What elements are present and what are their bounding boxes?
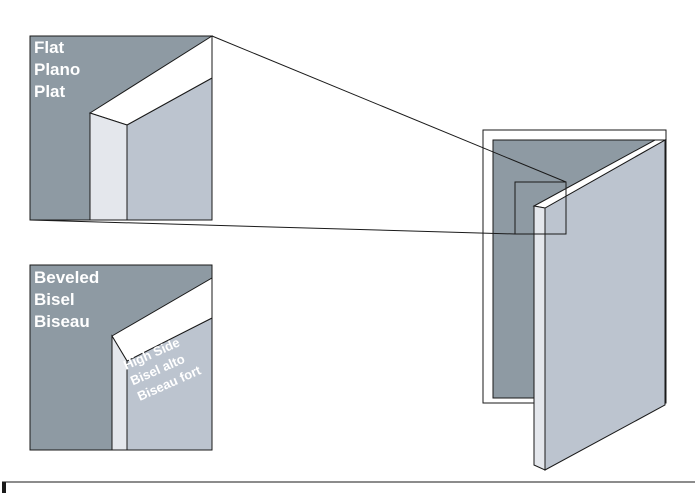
flat-edge-panel: Flat Plano Plat — [29, 35, 213, 221]
footer-marker — [2, 482, 6, 493]
callout-line-top — [211, 35, 567, 183]
door-illustration — [482, 129, 667, 471]
flat-label-es: Plano — [34, 60, 80, 79]
flat-label-fr: Plat — [34, 82, 66, 101]
flat-door-edge — [89, 112, 128, 221]
callout-line-bottom — [29, 219, 516, 235]
beveled-label-fr: Biseau — [34, 312, 90, 331]
callout-lines — [29, 35, 567, 235]
footer-rule — [2, 481, 695, 493]
door-slab-edge — [533, 205, 546, 471]
beveled-door-edge — [111, 334, 128, 451]
beveled-edge-panel: Beveled Bisel Biseau High Side Bisel alt… — [29, 264, 213, 451]
flat-label-en: Flat — [34, 38, 65, 57]
beveled-label-es: Bisel — [34, 290, 75, 309]
beveled-label-en: Beveled — [34, 268, 99, 287]
zoom-detail-box — [514, 181, 567, 235]
